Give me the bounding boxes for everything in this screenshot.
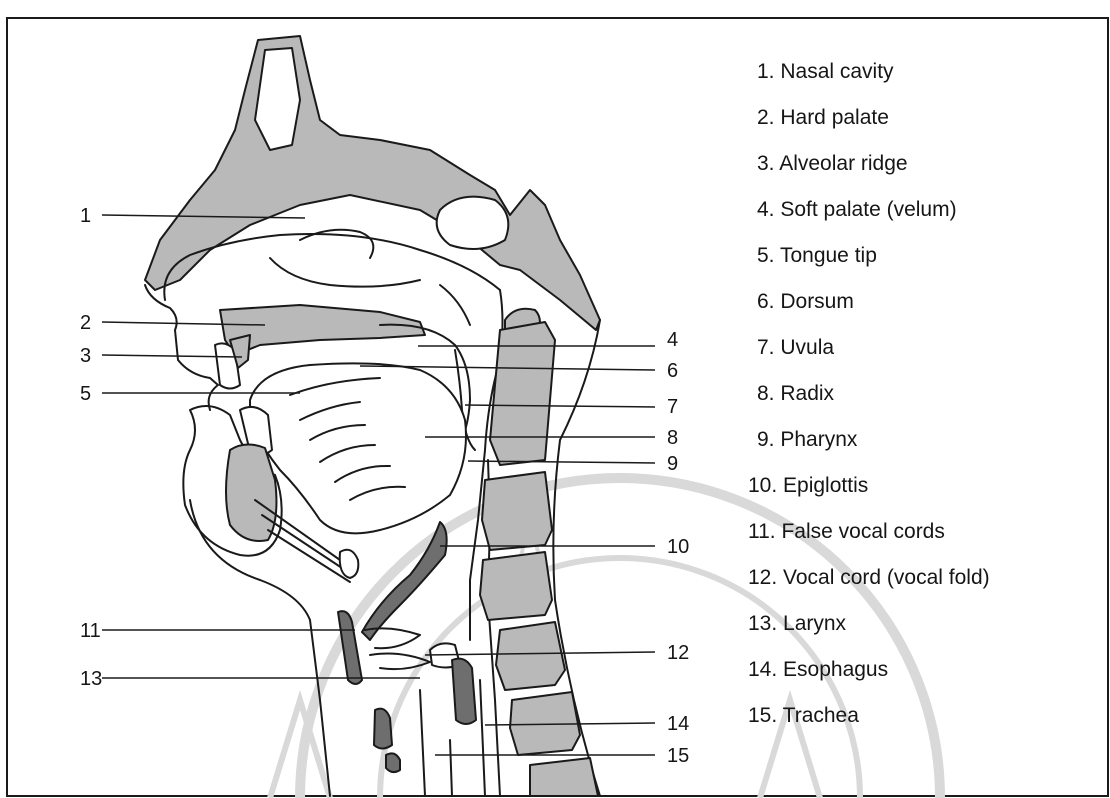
callout-number-15: 15 [667,745,689,767]
legend-item-soft-palate: 4. Soft palate (velum) [748,190,1098,236]
vertebra-3 [480,552,552,620]
legend-item-false-vocal-cords: 11. False vocal cords [748,512,1098,558]
neck-front [190,500,330,796]
callout-number-6: 6 [667,360,678,382]
legend-item-uvula: 7. Uvula [748,328,1098,374]
vocal-cord-dark [452,659,476,724]
legend-item-alveolar-ridge: 3. Alveolar ridge [748,144,1098,190]
legend-item-epiglottis: 10. Epiglottis [748,466,1098,512]
nose-profile [145,285,218,410]
callout-number-7: 7 [667,396,678,418]
vertebra-1 [490,322,555,465]
legend-item-tongue-tip: 5. Tongue tip [748,236,1098,282]
esophagus-wall [480,680,485,796]
callout-number-9: 9 [667,453,678,475]
legend-item-nasal-cavity: 1. Nasal cavity [748,52,1098,98]
callout-number-14: 14 [667,713,689,735]
legend-item-hard-palate: 2. Hard palate [748,98,1098,144]
callout-number-5: 5 [80,383,91,405]
legend-item-radix: 8. Radix [748,374,1098,420]
legend-item-trachea: 15. Trachea [748,696,1098,742]
larynx-cartilage [374,709,392,749]
callout-number-2: 2 [80,312,91,334]
vertebra-4 [496,622,565,690]
callout-number-4: 4 [667,329,678,351]
callout-number-12: 12 [667,642,689,664]
vertebra-2 [482,472,552,550]
mandible [226,444,276,541]
legend-item-pharynx: 9. Pharynx [748,420,1098,466]
epiglottis [362,522,447,640]
legend-item-esophagus: 14. Esophagus [748,650,1098,696]
trachea-wall [420,690,425,796]
callout-number-10: 10 [667,536,689,558]
sinus-cavity [437,197,509,249]
legend-item-larynx: 13. Larynx [748,604,1098,650]
vertebra-6 [530,758,598,796]
legend-item-dorsum: 6. Dorsum [748,282,1098,328]
callout-number-13: 13 [80,668,102,690]
callout-number-11: 11 [80,620,101,642]
callout-line-9 [468,461,655,463]
hard-palate [220,305,425,355]
callout-number-3: 3 [80,345,91,367]
hyoid-bone [340,550,359,578]
legend-list: 1. Nasal cavity 2. Hard palate 3. Alveol… [748,52,1098,742]
legend-item-vocal-cord: 12. Vocal cord (vocal fold) [748,558,1098,604]
callout-number-1: 1 [80,205,91,227]
callout-number-8: 8 [667,427,678,449]
head-sagittal-section [145,36,600,796]
